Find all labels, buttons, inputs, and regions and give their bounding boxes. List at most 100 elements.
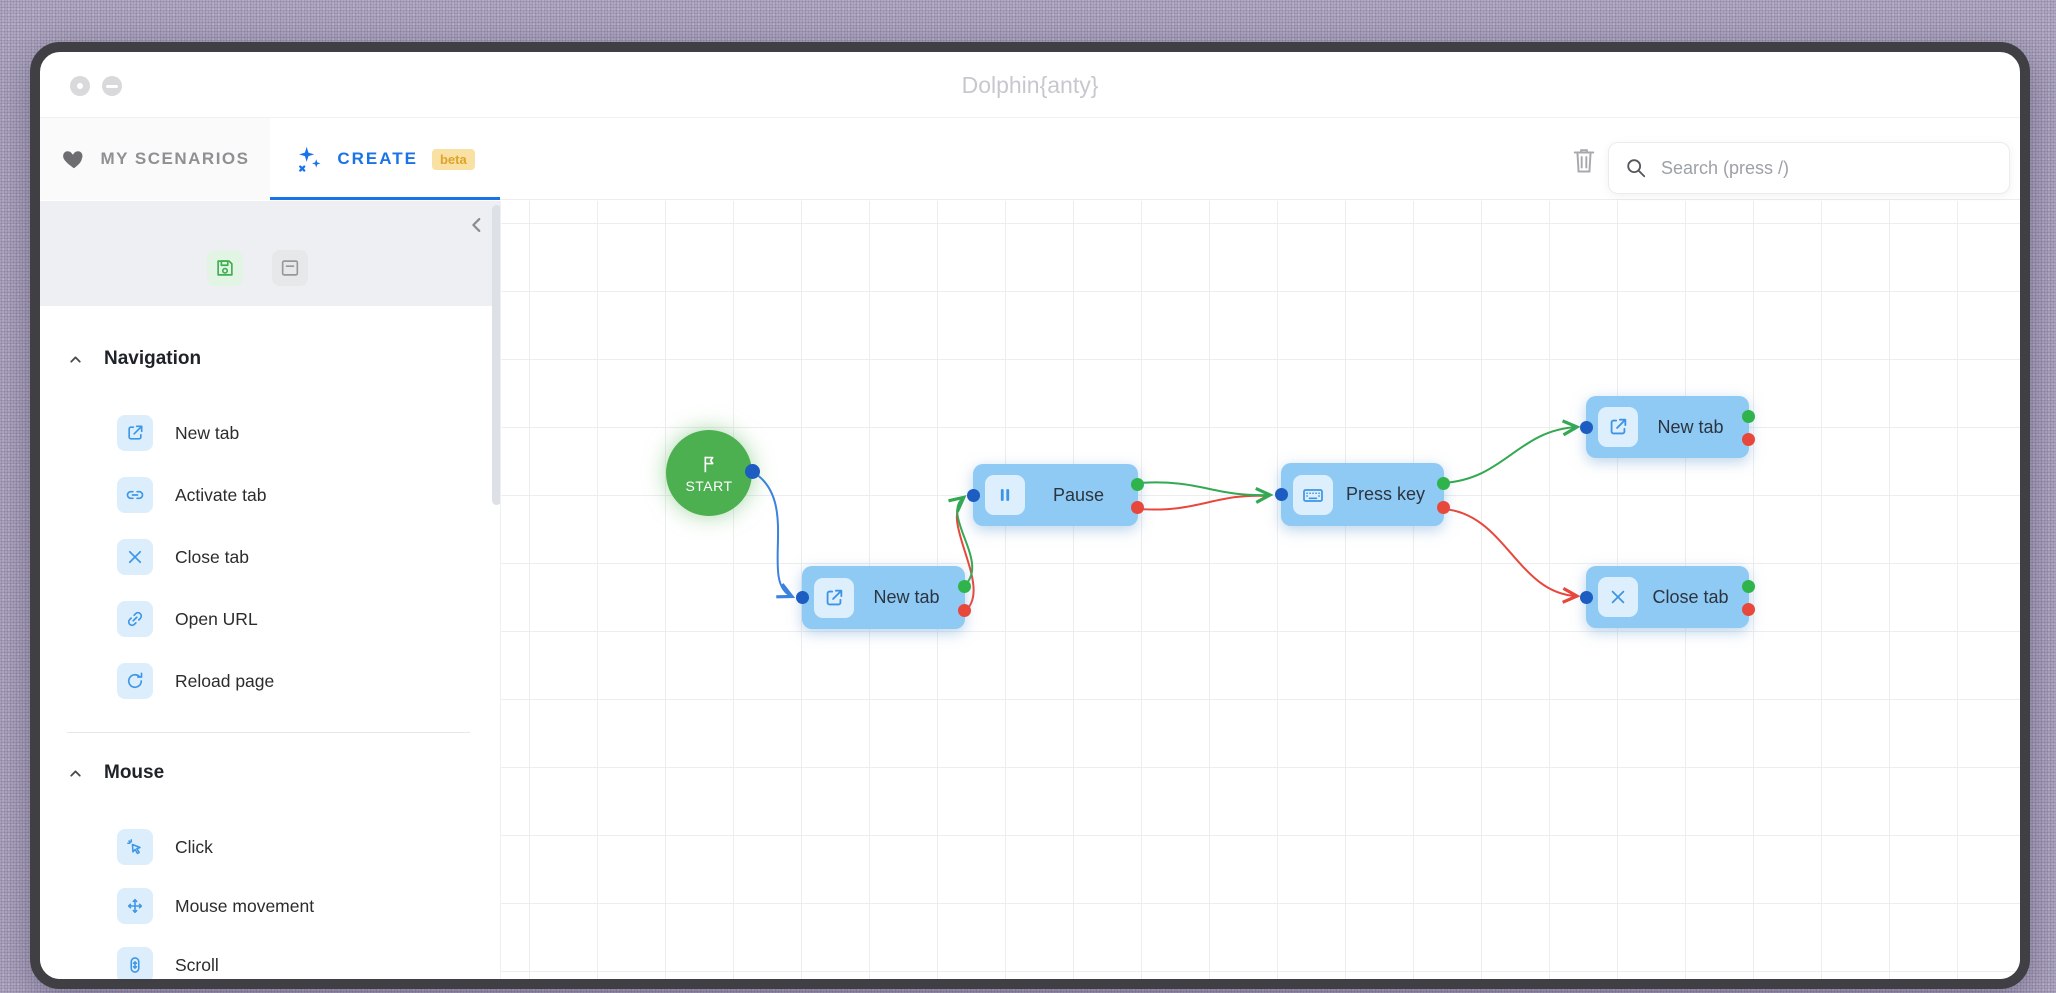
error-port[interactable] bbox=[1437, 501, 1450, 514]
tab-my-scenarios-label: MY SCENARIOS bbox=[100, 149, 250, 168]
beta-badge: beta bbox=[431, 148, 475, 170]
reload-page-icon bbox=[117, 663, 153, 699]
error-port[interactable] bbox=[958, 604, 971, 617]
section-divider bbox=[67, 732, 470, 733]
search-icon bbox=[1625, 157, 1647, 179]
save-icon bbox=[217, 260, 233, 276]
input-port[interactable] bbox=[796, 591, 809, 604]
input-port[interactable] bbox=[1580, 420, 1593, 434]
success-port[interactable] bbox=[1742, 580, 1755, 593]
section-navigation-header: Navigation bbox=[67, 348, 488, 370]
success-port[interactable] bbox=[1131, 478, 1144, 491]
keyboard-icon bbox=[1293, 474, 1333, 515]
collapse-sidebar-button[interactable] bbox=[466, 213, 490, 237]
section-navigation-title: Navigation bbox=[104, 348, 202, 369]
chevron-up-icon[interactable] bbox=[67, 765, 84, 782]
magic-sparkles-icon bbox=[295, 145, 323, 173]
save-scenario-button[interactable] bbox=[207, 250, 243, 286]
header-bar: MY SCENARIOS CREATE beta bbox=[40, 118, 2020, 200]
error-port[interactable] bbox=[1742, 603, 1755, 616]
trash-icon bbox=[1573, 149, 1595, 173]
error-port[interactable] bbox=[1131, 501, 1144, 514]
log-icon bbox=[281, 260, 299, 276]
success-port[interactable] bbox=[1742, 410, 1755, 423]
search-input[interactable] bbox=[1659, 156, 1993, 180]
edge-pause-error-to-press-key bbox=[1137, 494, 1270, 511]
error-port[interactable] bbox=[1742, 433, 1755, 446]
success-port[interactable] bbox=[1437, 477, 1450, 490]
new-tab-icon bbox=[1598, 407, 1638, 447]
sidebar-item-mouse-movement[interactable]: Mouse movement bbox=[117, 888, 488, 924]
flow-canvas[interactable]: START New tab bbox=[500, 201, 2020, 979]
search-box bbox=[1608, 142, 2010, 194]
start-node-label: START bbox=[685, 477, 733, 494]
sidebar-toolbar bbox=[40, 201, 500, 306]
node-press-key[interactable]: Press key bbox=[1275, 463, 1450, 526]
activate-tab-icon bbox=[117, 477, 153, 513]
edge-press-key-error-to-close-tab bbox=[1442, 508, 1581, 604]
scroll-icon bbox=[117, 947, 153, 979]
sidebar-item-label: Reload page bbox=[175, 670, 275, 691]
input-port[interactable] bbox=[967, 488, 980, 502]
blocks-list: Navigation New tab Activate tab bbox=[40, 306, 488, 979]
edge-start-to-new-tab-1 bbox=[752, 471, 796, 599]
sidebar-item-label: Close tab bbox=[175, 546, 249, 567]
heart-icon bbox=[61, 146, 87, 172]
start-output-port[interactable] bbox=[745, 464, 760, 479]
delete-scenario-button[interactable] bbox=[1570, 145, 1600, 175]
sidebar-item-label: Activate tab bbox=[175, 484, 267, 505]
window-close-button[interactable] bbox=[70, 76, 90, 96]
close-tab-icon bbox=[1598, 577, 1638, 617]
input-port[interactable] bbox=[1580, 590, 1593, 604]
log-panel-button[interactable] bbox=[272, 250, 308, 286]
node-label: Pause bbox=[1052, 484, 1105, 505]
open-url-icon bbox=[117, 601, 153, 637]
main-content: Navigation New tab Activate tab bbox=[40, 201, 2020, 979]
input-port[interactable] bbox=[1275, 488, 1288, 501]
sidebar-item-scroll[interactable]: Scroll bbox=[117, 947, 488, 979]
chevron-left-icon bbox=[472, 217, 481, 233]
blocks-sidebar: Navigation New tab Activate tab bbox=[40, 201, 501, 979]
window-minimize-button[interactable] bbox=[102, 76, 122, 96]
title-bar: Dolphin{anty} bbox=[40, 52, 2020, 118]
node-new-tab-2[interactable]: New tab bbox=[1580, 396, 1755, 458]
flag-icon bbox=[704, 456, 714, 472]
sidebar-item-label: Scroll bbox=[175, 954, 219, 975]
sidebar-scrollbar[interactable] bbox=[492, 205, 501, 505]
click-icon bbox=[117, 829, 153, 865]
section-mouse-title: Mouse bbox=[104, 762, 165, 783]
sidebar-item-open-url[interactable]: Open URL bbox=[117, 601, 488, 637]
tab-create-label: CREATE bbox=[337, 149, 418, 168]
minimize-icon bbox=[106, 84, 118, 88]
node-pause[interactable]: Pause bbox=[967, 464, 1144, 526]
node-label: Press key bbox=[1345, 484, 1426, 504]
mouse-movement-icon bbox=[117, 888, 153, 924]
sidebar-item-activate-tab[interactable]: Activate tab bbox=[117, 477, 488, 513]
pause-icon bbox=[985, 475, 1025, 515]
close-dot-icon bbox=[77, 83, 83, 89]
sidebar-item-click[interactable]: Click bbox=[117, 829, 488, 865]
node-label: Close tab bbox=[1652, 586, 1729, 607]
app-title: Dolphin{anty} bbox=[961, 72, 1099, 98]
tab-create[interactable]: CREATE beta bbox=[270, 118, 500, 200]
app-window: Dolphin{anty} MY SCENARIOS CREATE bbox=[30, 42, 2030, 989]
close-tab-icon bbox=[117, 539, 153, 575]
node-label: New tab bbox=[873, 587, 940, 607]
sidebar-item-label: Mouse movement bbox=[175, 895, 315, 916]
sidebar-item-label: New tab bbox=[175, 422, 240, 443]
chevron-up-icon[interactable] bbox=[67, 351, 84, 368]
node-new-tab-1[interactable]: New tab bbox=[796, 566, 971, 629]
success-port[interactable] bbox=[958, 580, 971, 593]
node-close-tab[interactable]: Close tab bbox=[1580, 566, 1755, 628]
sidebar-item-close-tab[interactable]: Close tab bbox=[117, 539, 488, 575]
sidebar-item-new-tab[interactable]: New tab bbox=[117, 415, 488, 451]
new-tab-icon bbox=[814, 577, 854, 618]
start-node[interactable]: START bbox=[666, 430, 760, 516]
tab-my-scenarios[interactable]: MY SCENARIOS bbox=[40, 118, 270, 200]
sidebar-item-reload-page[interactable]: Reload page bbox=[117, 663, 488, 699]
node-label: New tab bbox=[1657, 416, 1724, 437]
edge-pause-success-to-press-key bbox=[1137, 481, 1274, 504]
sidebar-item-label: Click bbox=[175, 836, 213, 857]
new-tab-icon bbox=[117, 415, 153, 451]
sidebar-item-label: Open URL bbox=[175, 608, 258, 629]
